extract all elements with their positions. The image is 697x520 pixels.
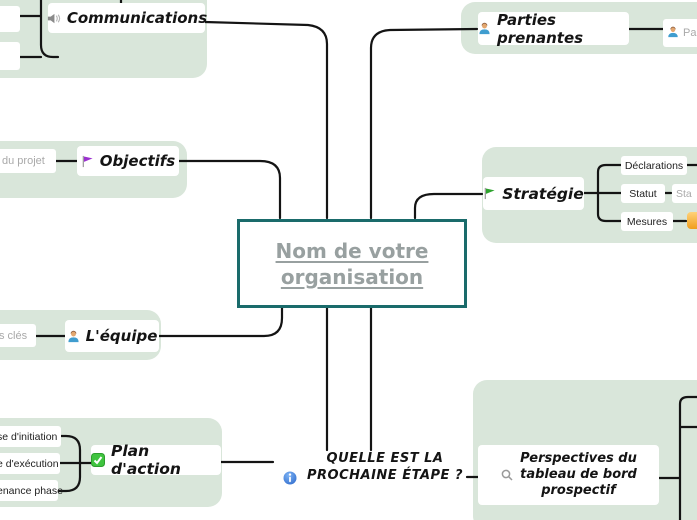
topic-label: Perspectives du tableau de bord prospect… bbox=[520, 451, 637, 499]
measure-icon[interactable] bbox=[687, 212, 697, 229]
perspectives-line1: Perspectives du bbox=[520, 451, 637, 466]
topic-communications[interactable]: Communications bbox=[46, 3, 208, 33]
parties-prenantes-child[interactable]: Par bbox=[663, 19, 697, 47]
strategie-child-statut[interactable]: Statut bbox=[621, 184, 665, 203]
equipe-child[interactable]: s clés bbox=[0, 324, 36, 347]
topic-strategie[interactable]: Stratégie bbox=[483, 177, 584, 210]
topic-label: Parties prenantes bbox=[497, 10, 584, 47]
subtopic-label: Déclarations bbox=[624, 159, 684, 172]
perspectives-line2: tableau de bord bbox=[520, 467, 637, 482]
subtopic-label: enance phase bbox=[0, 484, 63, 497]
subtopic-label: Mesures bbox=[626, 215, 668, 228]
question-line2: PROCHAINE ÉTAPE ? bbox=[307, 468, 463, 483]
info-icon bbox=[283, 470, 297, 489]
topic-label: Plan d'action bbox=[111, 442, 181, 478]
statut-grandchild[interactable]: Sta bbox=[672, 184, 697, 203]
topic-label: L'équipe bbox=[85, 327, 158, 345]
strategie-child-declarations[interactable]: Déclarations bbox=[621, 156, 687, 175]
topic-equipe[interactable]: L'équipe bbox=[65, 320, 159, 352]
check-icon bbox=[91, 453, 105, 467]
subtopic-label: Statut bbox=[629, 187, 657, 200]
communications-child-2[interactable] bbox=[0, 42, 20, 70]
topic-perspectives[interactable]: Perspectives du tableau de bord prospect… bbox=[478, 445, 659, 505]
subtopic-label: e d'exécution bbox=[0, 457, 59, 470]
person-icon bbox=[478, 22, 491, 35]
central-topic[interactable]: Nom de votre organisation bbox=[237, 219, 467, 308]
subtopic-label: Par bbox=[683, 27, 697, 39]
flag-icon bbox=[81, 155, 94, 168]
central-topic-line1: Nom de votre bbox=[275, 238, 429, 263]
communications-child-1[interactable] bbox=[0, 6, 20, 32]
topic-label: Stratégie bbox=[502, 184, 584, 203]
plan-action-child-2[interactable]: e d'exécution bbox=[0, 453, 60, 474]
topic-question[interactable]: QUELLE EST LA PROCHAINE ÉTAPE ? bbox=[300, 450, 470, 484]
subtopic-label: se d'initiation bbox=[0, 430, 58, 443]
topic-label: Communications bbox=[66, 9, 208, 27]
search-icon bbox=[500, 468, 514, 482]
subtopic-label: s clés bbox=[0, 329, 28, 342]
objectifs-child[interactable]: du projet bbox=[0, 149, 56, 173]
speaker-icon bbox=[46, 11, 61, 26]
topic-parties-prenantes[interactable]: Parties prenantes bbox=[478, 10, 629, 47]
plan-action-child-3[interactable]: enance phase bbox=[0, 480, 63, 501]
flag-icon bbox=[483, 187, 496, 200]
person-icon bbox=[667, 26, 679, 41]
topic-objectifs[interactable]: Objectifs bbox=[77, 146, 179, 176]
central-topic-line2: organisation bbox=[280, 264, 424, 289]
plan-action-child-1[interactable]: se d'initiation bbox=[0, 426, 61, 447]
subtopic-label: du projet bbox=[2, 155, 45, 167]
question-line1: QUELLE EST LA bbox=[326, 451, 444, 466]
person-icon bbox=[67, 330, 80, 343]
subtopic-label: Sta bbox=[676, 187, 692, 200]
perspectives-line3: prospectif bbox=[541, 483, 616, 498]
topic-label: Objectifs bbox=[99, 152, 176, 170]
strategie-child-mesures[interactable]: Mesures bbox=[621, 212, 673, 231]
topic-plan-action[interactable]: Plan d'action bbox=[91, 442, 221, 478]
